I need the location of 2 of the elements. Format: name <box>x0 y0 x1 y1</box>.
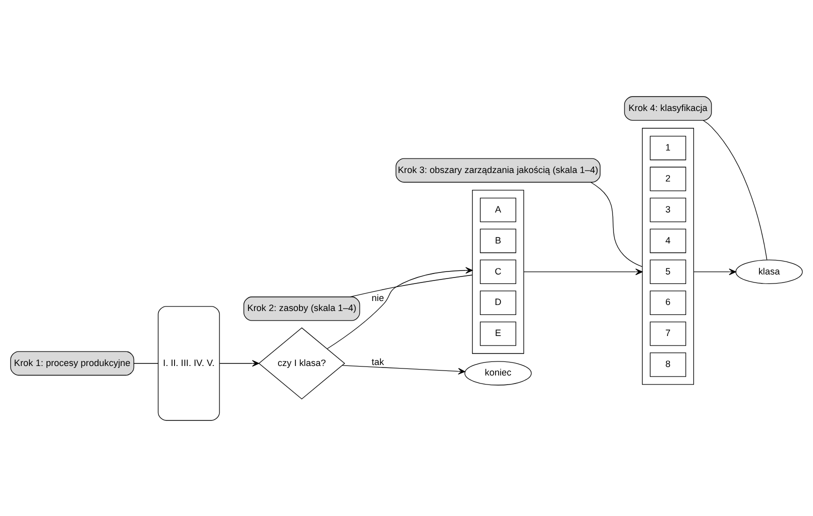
edge-label: nie <box>372 292 384 302</box>
edge-label: tak <box>372 356 384 366</box>
